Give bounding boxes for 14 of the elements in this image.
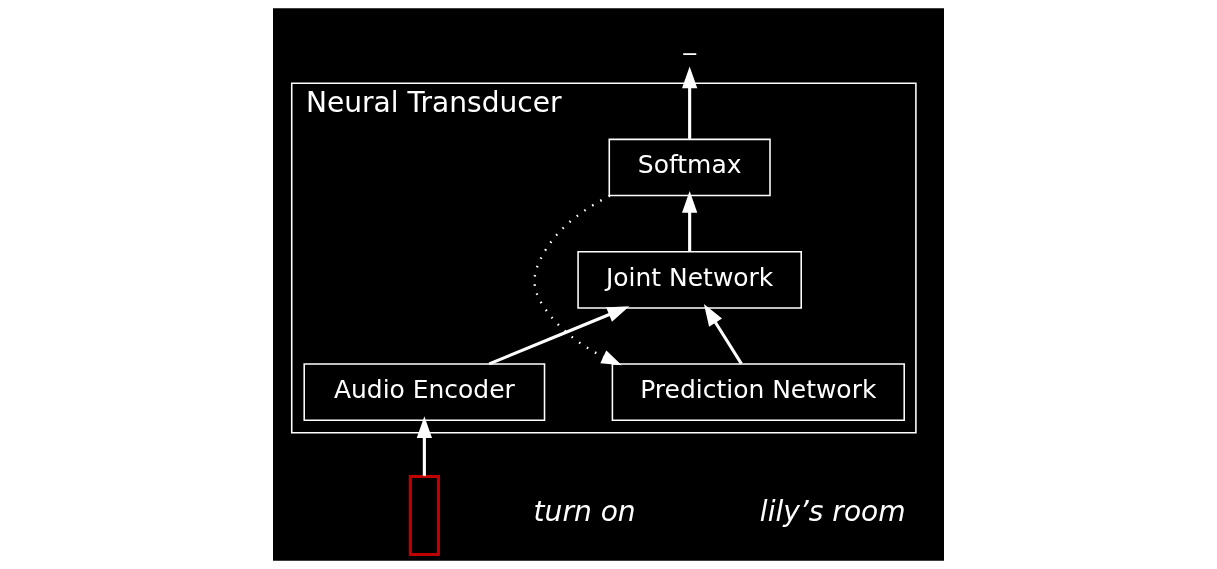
arrow — [416, 416, 433, 476]
label: turn on — [533, 494, 636, 528]
node-box: Audio Encoder — [303, 363, 546, 422]
arrow — [703, 304, 743, 365]
node-box — [408, 474, 440, 556]
arrow — [533, 194, 622, 366]
node-box: Prediction Network — [611, 363, 905, 422]
node-box: Softmax — [608, 138, 771, 197]
arrow — [682, 66, 698, 139]
arrow — [488, 306, 630, 366]
node-text: _ — [683, 25, 696, 55]
label: lily’s room — [759, 494, 906, 528]
node-box: Joint Network — [577, 250, 802, 309]
arrow — [682, 191, 698, 252]
